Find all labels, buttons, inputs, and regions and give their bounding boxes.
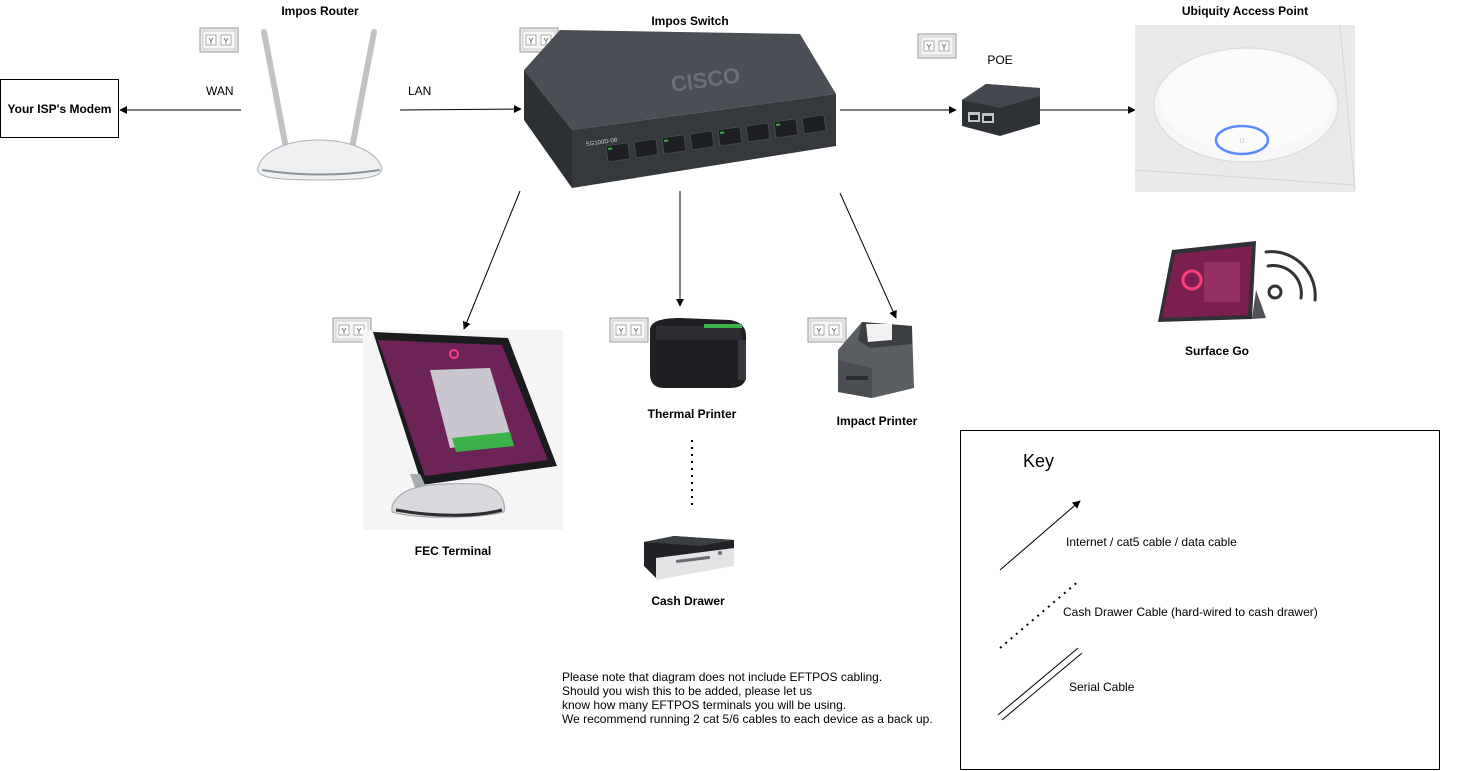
wifi-icon (1264, 250, 1317, 302)
wall-socket-icon (917, 33, 957, 59)
key-data-cable-sample (999, 500, 1081, 571)
key-serial-cable-sample (1001, 652, 1083, 721)
impact-printer-icon (838, 322, 914, 398)
note-line: We recommend running 2 cat 5/6 cables to… (562, 712, 933, 726)
poe-injector-icon (962, 84, 1040, 136)
note-line: Please note that diagram does not includ… (562, 670, 883, 684)
isp-modem-box: Your ISP's Modem (0, 79, 119, 138)
legend-box: Key Internet / cat5 cable / data cable C… (960, 430, 1440, 770)
note-line: know how many EFTPOS terminals you will … (562, 698, 847, 712)
note-line: Should you wish this to be added, please… (562, 684, 813, 698)
wan-label: WAN (206, 84, 234, 98)
svg-text:SG100D-08: SG100D-08 (585, 138, 618, 148)
isp-modem-label: Your ISP's Modem (7, 101, 112, 116)
lan-label: LAN (408, 84, 432, 98)
access-point-label: Ubiquity Access Point (1181, 4, 1309, 18)
switch-to-impact-printer-connection (839, 192, 897, 319)
router-icon (257, 29, 383, 181)
thermal-printer-label: Thermal Printer (647, 407, 737, 421)
lan-connection (399, 105, 522, 114)
poe-label: POE (987, 53, 1013, 67)
legend-item-cash-drawer-cable: Cash Drawer Cable (hard-wired to cash dr… (1063, 605, 1318, 619)
eftpos-note: Please note that diagram does not includ… (562, 670, 933, 726)
key-serial-cable-sample (997, 647, 1079, 716)
legend-title: Key (1023, 451, 1055, 471)
legend-item-data-cable: Internet / cat5 cable / data cable (1066, 535, 1237, 549)
cash-drawer-icon (644, 536, 734, 580)
impact-printer-label: Impact Printer (836, 414, 918, 428)
svg-text:U: U (1239, 138, 1244, 145)
switch-icon: CISCO SG100D-08 (524, 30, 836, 188)
pos-terminal-icon (363, 330, 563, 530)
wall-socket-icon (807, 317, 847, 343)
thermal-printer-icon (650, 318, 746, 388)
wall-socket-icon (609, 317, 649, 343)
legend-item-serial-cable: Serial Cable (1069, 680, 1135, 694)
wall-socket-icon (199, 27, 239, 53)
tablet-icon (1158, 241, 1266, 322)
surface-go-label: Surface Go (1184, 344, 1250, 358)
cash-drawer-label: Cash Drawer (651, 594, 725, 608)
fec-terminal-label: FEC Terminal (414, 544, 492, 558)
switch-to-terminal-connection (463, 190, 521, 330)
router-label: Impos Router (281, 4, 359, 18)
switch-label: Impos Switch (651, 14, 729, 28)
access-point-icon: U (1134, 24, 1356, 192)
